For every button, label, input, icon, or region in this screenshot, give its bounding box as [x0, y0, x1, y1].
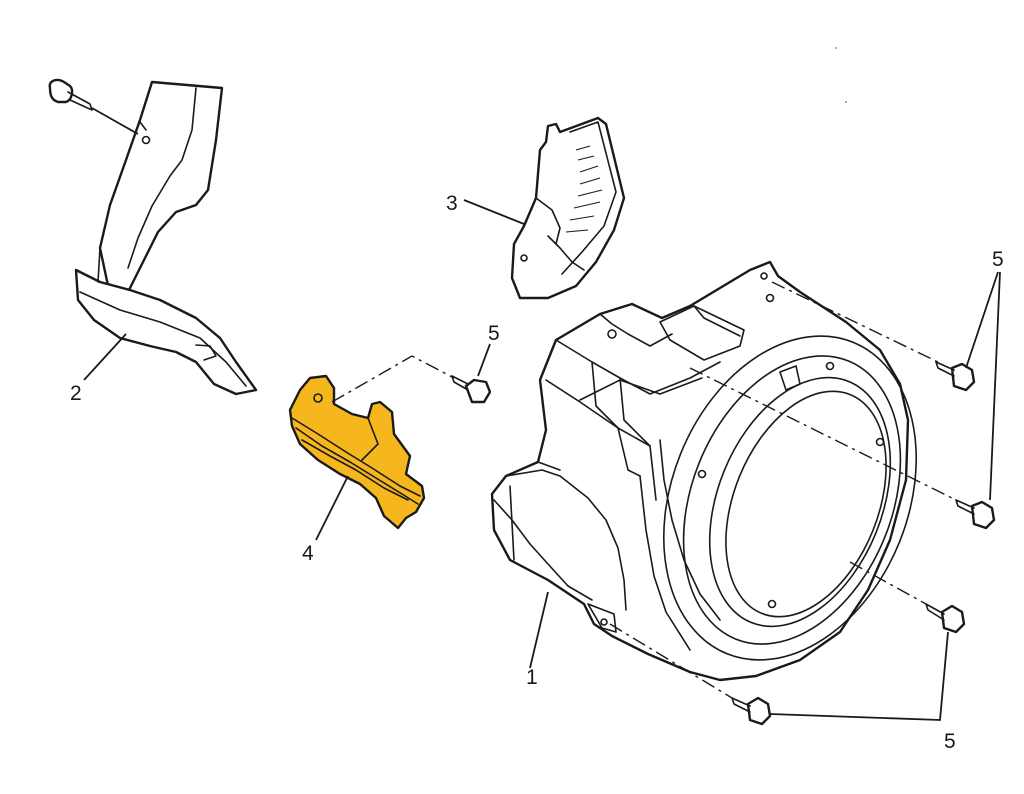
part-1-fan-housing — [490, 260, 918, 682]
bolt-5-lower-right-icon — [925, 603, 966, 634]
assembly-center-lines — [331, 281, 957, 699]
callout-3-label: 3 — [446, 192, 458, 215]
bolt-icon — [48, 78, 93, 111]
callout-2-label: 2 — [70, 382, 82, 405]
callout-5-center-label: 5 — [488, 322, 500, 345]
callout-1-label: 1 — [526, 666, 538, 689]
bolt-5-mid-right-icon — [955, 499, 996, 530]
callout-5-bottom-label: 5 — [944, 730, 956, 753]
speck — [835, 47, 837, 49]
speck — [845, 101, 847, 103]
callout-5-right-label: 5 — [992, 248, 1004, 271]
callout-4-label: 4 — [302, 542, 314, 565]
bolt-5-bottom-icon — [731, 696, 772, 726]
part-3-cover — [510, 116, 626, 300]
part-4-highlighted-bracket — [288, 374, 426, 530]
bolt-leader — [91, 107, 139, 135]
bolt-5-upper-right-icon — [935, 361, 976, 392]
bolt-5-center-icon — [451, 375, 492, 404]
part-2-bracket — [74, 80, 258, 396]
callout-leaders — [83, 199, 1001, 721]
